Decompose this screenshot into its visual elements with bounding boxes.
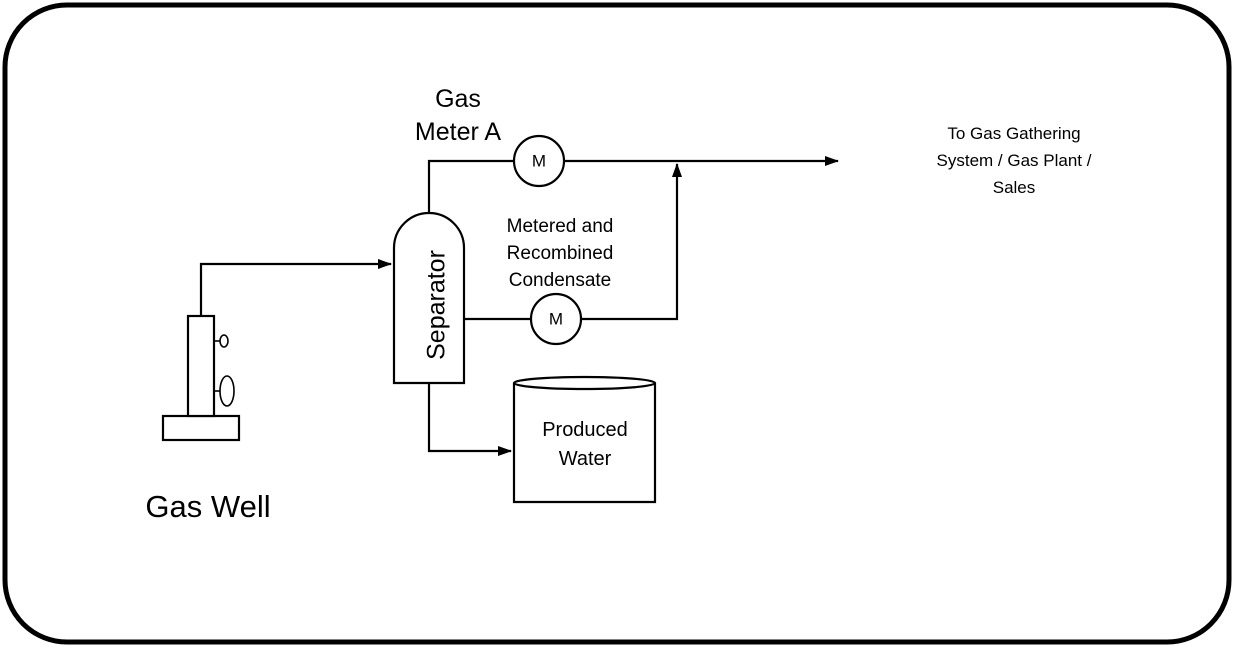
produced-water-tank [512, 375, 657, 504]
destination-label-line1: To Gas Gathering [947, 124, 1080, 143]
well-column [186, 314, 216, 418]
destination-label-line3: Sales [993, 178, 1036, 197]
wheel-valve-icon [214, 375, 235, 407]
small-valve-icon [214, 334, 229, 348]
separator-label: Separator [423, 250, 451, 360]
tank-body [512, 383, 657, 504]
gas-meter-a-symbol: M [532, 151, 546, 170]
tank-label-line1: Produced [542, 419, 628, 441]
separator-vessel [392, 211, 466, 385]
gas-meter-label-line2: Meter A [415, 118, 501, 146]
condensate-label-line3: Condensate [509, 270, 611, 291]
destination-label-line2: System / Gas Plant / [937, 151, 1092, 170]
tank-label-line2: Water [559, 448, 612, 470]
separator-gas-pipe [427, 159, 514, 213]
condensate-meter-symbol: M [549, 309, 563, 328]
gas-meter-label-line1: Gas [435, 85, 481, 113]
well-to-separator-pipe [199, 259, 392, 316]
condensate-label-line2: Recombined [507, 243, 614, 264]
gas-well [161, 314, 241, 442]
well-base [161, 414, 241, 442]
gas-well-label: Gas Well [145, 489, 270, 524]
condensate-recombine-pipe [581, 163, 682, 321]
tank-top [512, 375, 657, 391]
separator-water-pipe [427, 383, 512, 456]
condensate-label-line1: Metered and [507, 216, 614, 237]
